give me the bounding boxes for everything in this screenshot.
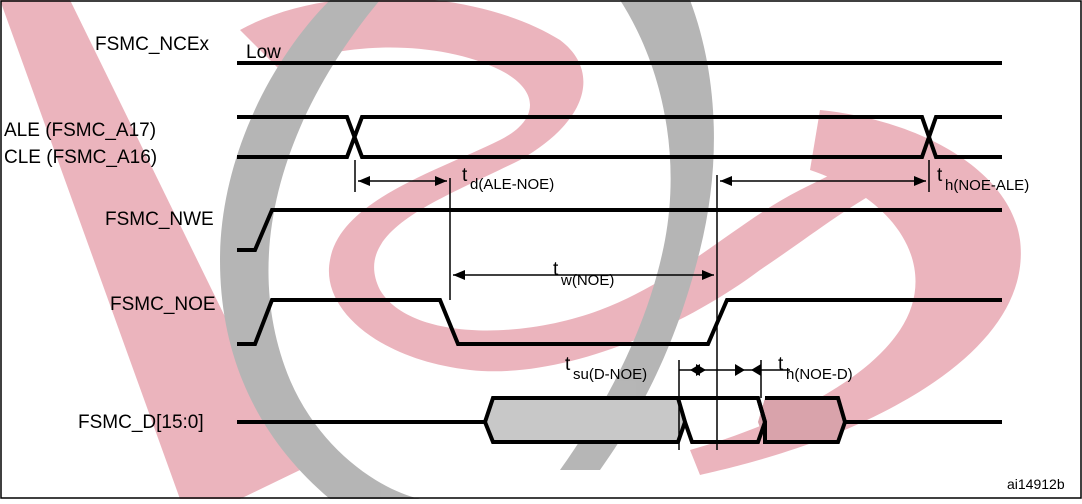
signal-label-ale: ALE (FSMC_A17) xyxy=(4,120,156,141)
svg-text:t: t xyxy=(778,354,784,375)
svg-text:w(NOE): w(NOE) xyxy=(560,272,614,289)
signal-label-data: FSMC_D[15:0] xyxy=(78,412,204,433)
waveform-cle xyxy=(237,115,1002,159)
waveform-ale xyxy=(237,115,1002,159)
signal-state-low: Low xyxy=(246,42,281,63)
timing-h-noe-ale: t h(NOE-ALE) xyxy=(720,165,1029,194)
svg-text:h(NOE-D): h(NOE-D) xyxy=(786,366,853,383)
timing-h-noe-d: t h(NOE-D) xyxy=(717,354,853,383)
figure-id: ai14912b xyxy=(1007,476,1065,492)
signal-label-cle: CLE (FSMC_A16) xyxy=(4,147,157,168)
signal-label-nwe: FSMC_NWE xyxy=(105,209,214,230)
svg-text:h(NOE-ALE): h(NOE-ALE) xyxy=(945,177,1029,194)
waveform-data xyxy=(237,396,1002,444)
svg-text:d(ALE-NOE): d(ALE-NOE) xyxy=(470,176,554,193)
waveform-noe xyxy=(237,298,1002,346)
svg-text:su(D-NOE): su(D-NOE) xyxy=(573,366,647,383)
svg-text:t: t xyxy=(553,259,559,280)
svg-text:t: t xyxy=(462,165,468,186)
timing-su-d-noe: t su(D-NOE) xyxy=(565,354,717,383)
signal-label-ncex: FSMC_NCEx xyxy=(95,34,210,55)
svg-text:t: t xyxy=(565,354,571,375)
svg-text:t: t xyxy=(937,165,943,186)
signal-label-noe: FSMC_NOE xyxy=(110,294,216,315)
timing-d-ale-noe: t d(ALE-NOE) xyxy=(358,165,554,193)
waveform-nwe xyxy=(237,208,1002,252)
timing-w-noe: t w(NOE) xyxy=(453,259,714,289)
